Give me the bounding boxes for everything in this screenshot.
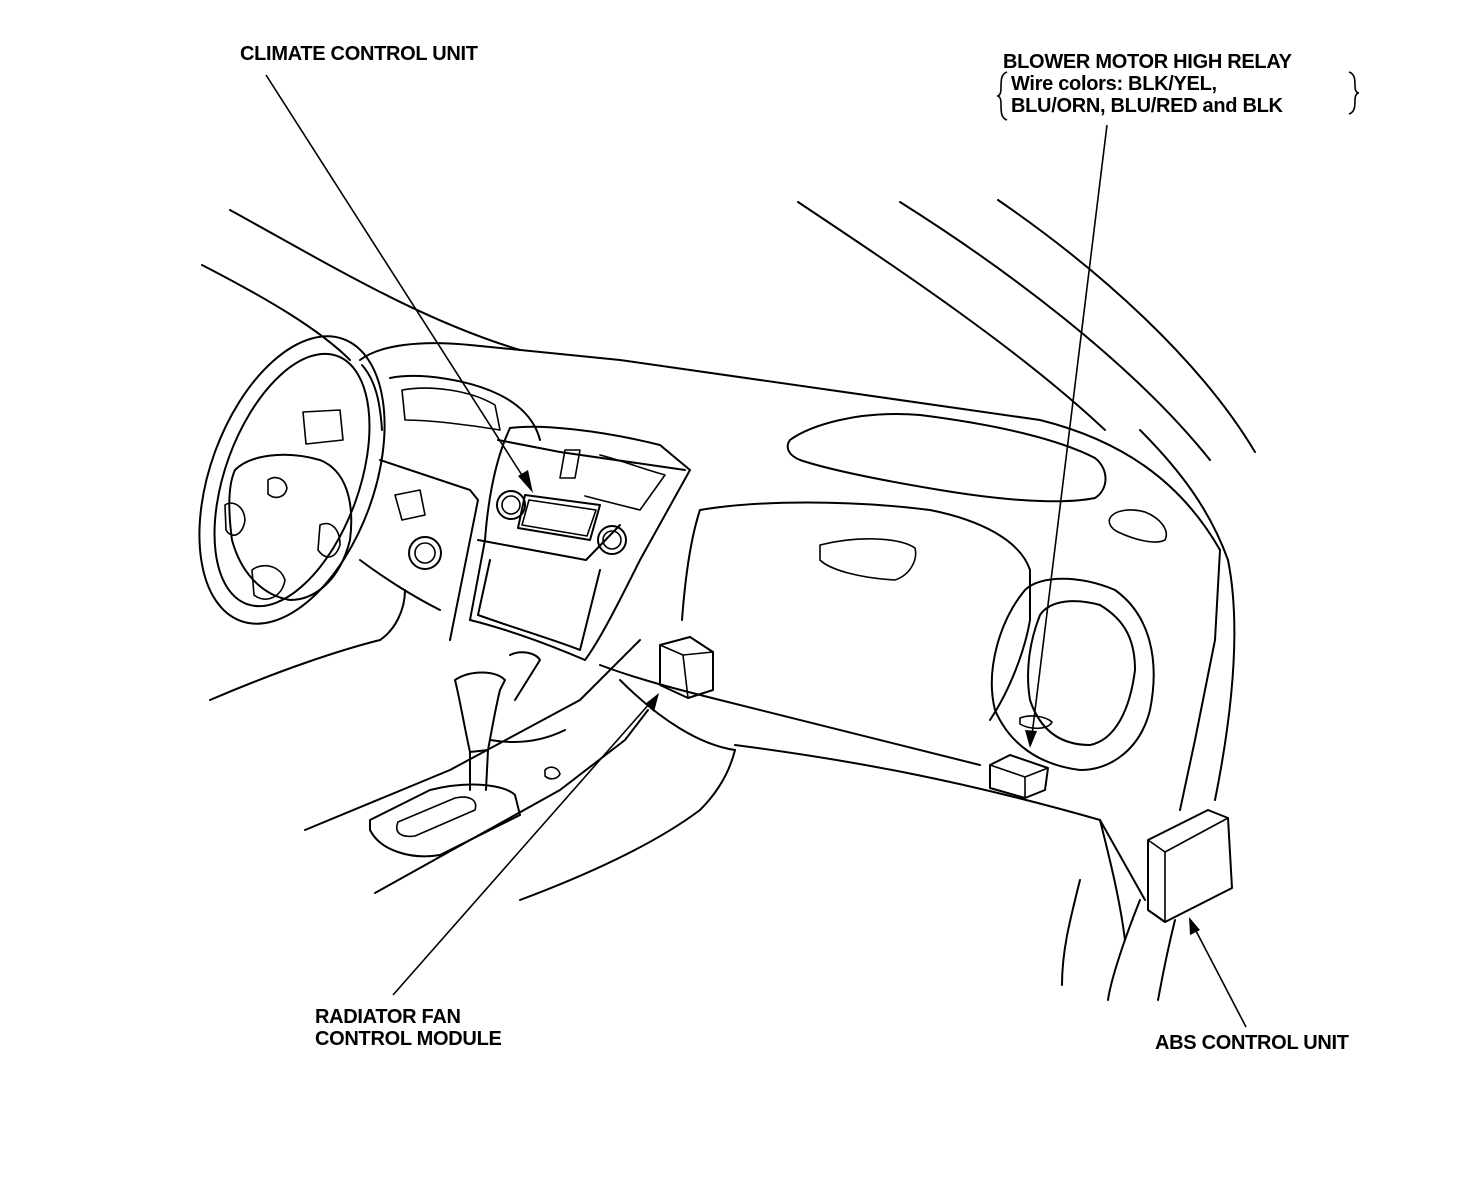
right-bracket [1348, 71, 1360, 115]
radiator-fan-leader [392, 693, 659, 996]
blower-motor-high-relay-label: BLOWER MOTOR HIGH RELAY Wire colors: BLK… [1003, 51, 1292, 117]
radiator-fan-label-line2: CONTROL MODULE [315, 1028, 502, 1050]
console-shifter [304, 639, 736, 901]
radiator-fan-control-module-box [659, 636, 714, 699]
blower-relay-leader [1025, 124, 1108, 748]
glove-box [599, 501, 1146, 901]
left-bracket [996, 71, 1008, 121]
climate-control-leader [265, 74, 533, 493]
center-stack [469, 425, 691, 661]
steering-wheel [198, 335, 406, 701]
abs-control-unit-box [1147, 809, 1233, 923]
blower-relay-wire-colors-line2: BLU/ORN, BLU/RED and BLK [1011, 95, 1283, 117]
instrument-cluster [302, 375, 541, 641]
radiator-fan-label-line1: RADIATOR FAN [315, 1006, 461, 1028]
radiator-fan-control-module-label: RADIATOR FAN CONTROL MODULE [315, 1006, 502, 1050]
climate-control-unit-label: CLIMATE CONTROL UNIT [240, 43, 478, 65]
blower-motor-high-relay-box [989, 754, 1049, 799]
right-side-panel [990, 577, 1176, 1001]
windshield-lines [201, 199, 1256, 461]
blower-motor-high-relay-title: BLOWER MOTOR HIGH RELAY [1003, 51, 1292, 73]
blower-relay-wire-colors-line1: Wire colors: BLK/YEL, [1011, 73, 1217, 95]
abs-control-unit-label: ABS CONTROL UNIT [1155, 1032, 1349, 1054]
abs-leader [1189, 917, 1247, 1028]
dashboard-outline [359, 342, 1236, 811]
